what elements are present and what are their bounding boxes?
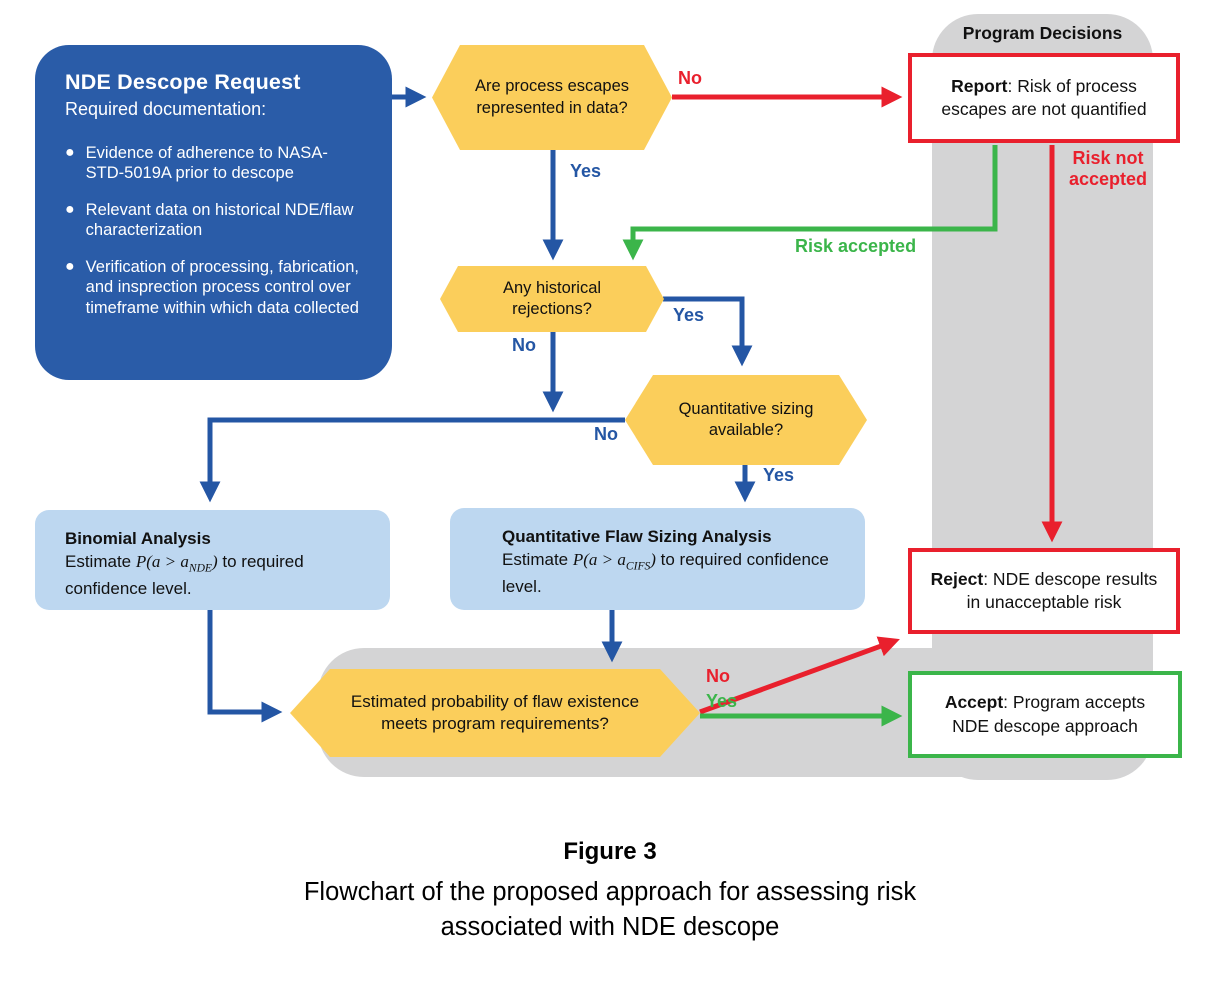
bullet-icon: ●: [65, 144, 75, 161]
analysis-body: Estimate P(a > aCIFS) to required confid…: [502, 548, 855, 598]
outcome-keyword: Reject: [930, 568, 984, 589]
bullet-text: Evidence of adherence to NASA-STD-5019A …: [85, 144, 328, 183]
label-escapes-no: No: [678, 68, 702, 88]
formula-close: ): [212, 552, 218, 572]
outcome-reject-box: Reject: NDE descope results in unaccepta…: [908, 548, 1180, 634]
body-text: Estimate: [65, 552, 136, 572]
bullet-icon: ●: [65, 257, 75, 275]
formula-close: ): [650, 550, 656, 570]
list-item: ● Relevant data on historical NDE/flaw c…: [65, 200, 364, 241]
body-text: Estimate: [502, 550, 573, 570]
label-sizing-no: No: [594, 424, 618, 444]
formula-subscript: NDE: [188, 561, 212, 575]
request-bullet-list: ● Evidence of adherence to NASA-STD-5019…: [65, 143, 364, 318]
caption-line: Flowchart of the proposed approach for a…: [303, 878, 917, 906]
bullet-icon: ●: [65, 200, 75, 218]
figure-number: Figure 3: [563, 838, 657, 865]
decision-flaw-probability: Estimated probability of flaw existence …: [290, 669, 700, 757]
label-sizing-yes: Yes: [763, 465, 795, 485]
outcome-text: Reject: NDE descope results in unaccepta…: [925, 568, 1163, 614]
analysis-title: Binomial Analysis: [65, 529, 211, 548]
outcome-rest: : Risk of process escapes are not quanti…: [941, 75, 1147, 119]
outcome-accept-box: Accept: Program accepts NDE descope appr…: [908, 671, 1182, 758]
formula-subscript: CIFS: [625, 559, 651, 573]
outcome-rest: : NDE descope results in unacceptable ri…: [966, 568, 1158, 612]
label-risk-accepted: Risk accepted: [795, 236, 917, 256]
bullet-text: Relevant data on historical NDE/flaw cha…: [85, 200, 354, 240]
list-item: ● Evidence of adherence to NASA-STD-5019…: [65, 143, 364, 184]
label-final-no: No: [706, 666, 730, 686]
formula: P(a > aNDE): [135, 552, 218, 574]
label-final-yes: Yes: [706, 691, 738, 711]
binomial-analysis-box: Binomial Analysis Estimate P(a > aNDE) t…: [35, 510, 390, 610]
decision-process-escapes: Are process escapes represented in data?: [432, 45, 672, 150]
decision-historical-rejections: Any historical rejections?: [440, 266, 664, 332]
caption-line: associated with NDE descope: [440, 913, 780, 942]
outcome-text: Report: Risk of process escapes are not …: [925, 75, 1163, 121]
decision-text: Any historical rejections?: [502, 278, 602, 318]
body-text: to required confidence level.: [502, 550, 829, 596]
bullet-text: Verification of processing, fabrication,…: [85, 257, 359, 317]
nde-descope-request-box: NDE Descope Request Required documentati…: [35, 45, 392, 380]
edge-binomial-to-final: [207, 610, 283, 723]
request-title: NDE Descope Request: [65, 70, 301, 94]
formula: P(a > aCIFS): [572, 550, 656, 572]
figure-caption: Figure 3 Flowchart of the proposed appro…: [0, 838, 1220, 945]
decision-text: Quantitative sizing available?: [678, 399, 814, 439]
outcome-report-box: Report: Risk of process escapes are not …: [908, 53, 1180, 143]
analysis-title: Quantitative Flaw Sizing Analysis: [502, 527, 772, 546]
formula-main: P(a > a: [135, 552, 189, 572]
analysis-body: Estimate P(a > aNDE) to required confide…: [65, 550, 380, 600]
program-decisions-title: Program Decisions: [962, 23, 1123, 43]
label-history-yes: Yes: [673, 305, 705, 325]
formula-main: P(a > a: [572, 550, 626, 570]
edge-sizing-no-to-binomial: [199, 417, 625, 503]
outcome-keyword: Report: [951, 75, 1008, 96]
decision-text: Are process escapes represented in data?: [474, 77, 630, 117]
quantitative-flaw-sizing-box: Quantitative Flaw Sizing Analysis Estima…: [450, 508, 865, 610]
list-item: ● Verification of processing, fabricatio…: [65, 257, 364, 318]
decision-text: Estimated probability of flaw existence …: [350, 692, 640, 733]
label-history-no: No: [512, 335, 536, 355]
outcome-text: Accept: Program accepts NDE descope appr…: [925, 691, 1164, 737]
label-risk-not-accepted: Risk not accepted: [1068, 148, 1148, 189]
body-text: to required confidence level.: [65, 552, 304, 598]
label-escapes-yes: Yes: [570, 161, 602, 181]
request-subtitle: Required documentation:: [65, 99, 267, 119]
outcome-rest: : Program accepts NDE descope approach: [952, 692, 1146, 736]
decision-quantitative-sizing: Quantitative sizing available?: [625, 375, 867, 465]
outcome-keyword: Accept: [944, 692, 1004, 713]
